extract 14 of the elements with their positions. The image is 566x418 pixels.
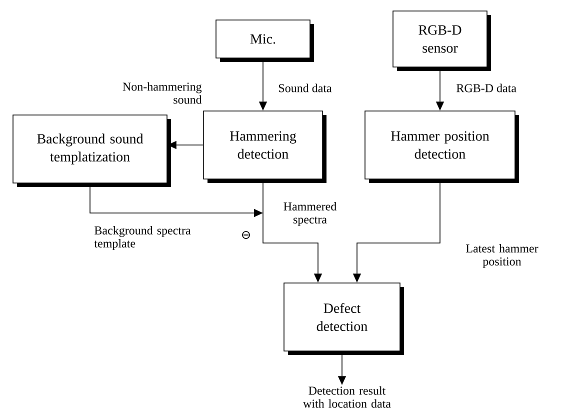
minus-sign: ⊖ xyxy=(242,231,250,239)
edge-label: Non-hammering sound xyxy=(122,82,202,104)
edge-label: Sound data xyxy=(279,84,332,92)
edge-label: Latest hammer position xyxy=(466,244,538,268)
process-box: Hammer position detection xyxy=(364,110,519,183)
edge-label: Hammered spectra xyxy=(284,202,336,226)
result-text: Detection result with location data xyxy=(303,386,391,408)
edge-label: RGB-D data xyxy=(456,84,516,92)
process-box: Hammering detection xyxy=(203,110,326,183)
process-box: RGB-D sensor xyxy=(392,10,491,71)
process-box: Defect detection xyxy=(284,282,404,355)
process-box: Background sound templatization xyxy=(12,114,171,187)
process-box: Mic. xyxy=(216,20,314,62)
edge-label: Background spectra template xyxy=(94,226,191,250)
